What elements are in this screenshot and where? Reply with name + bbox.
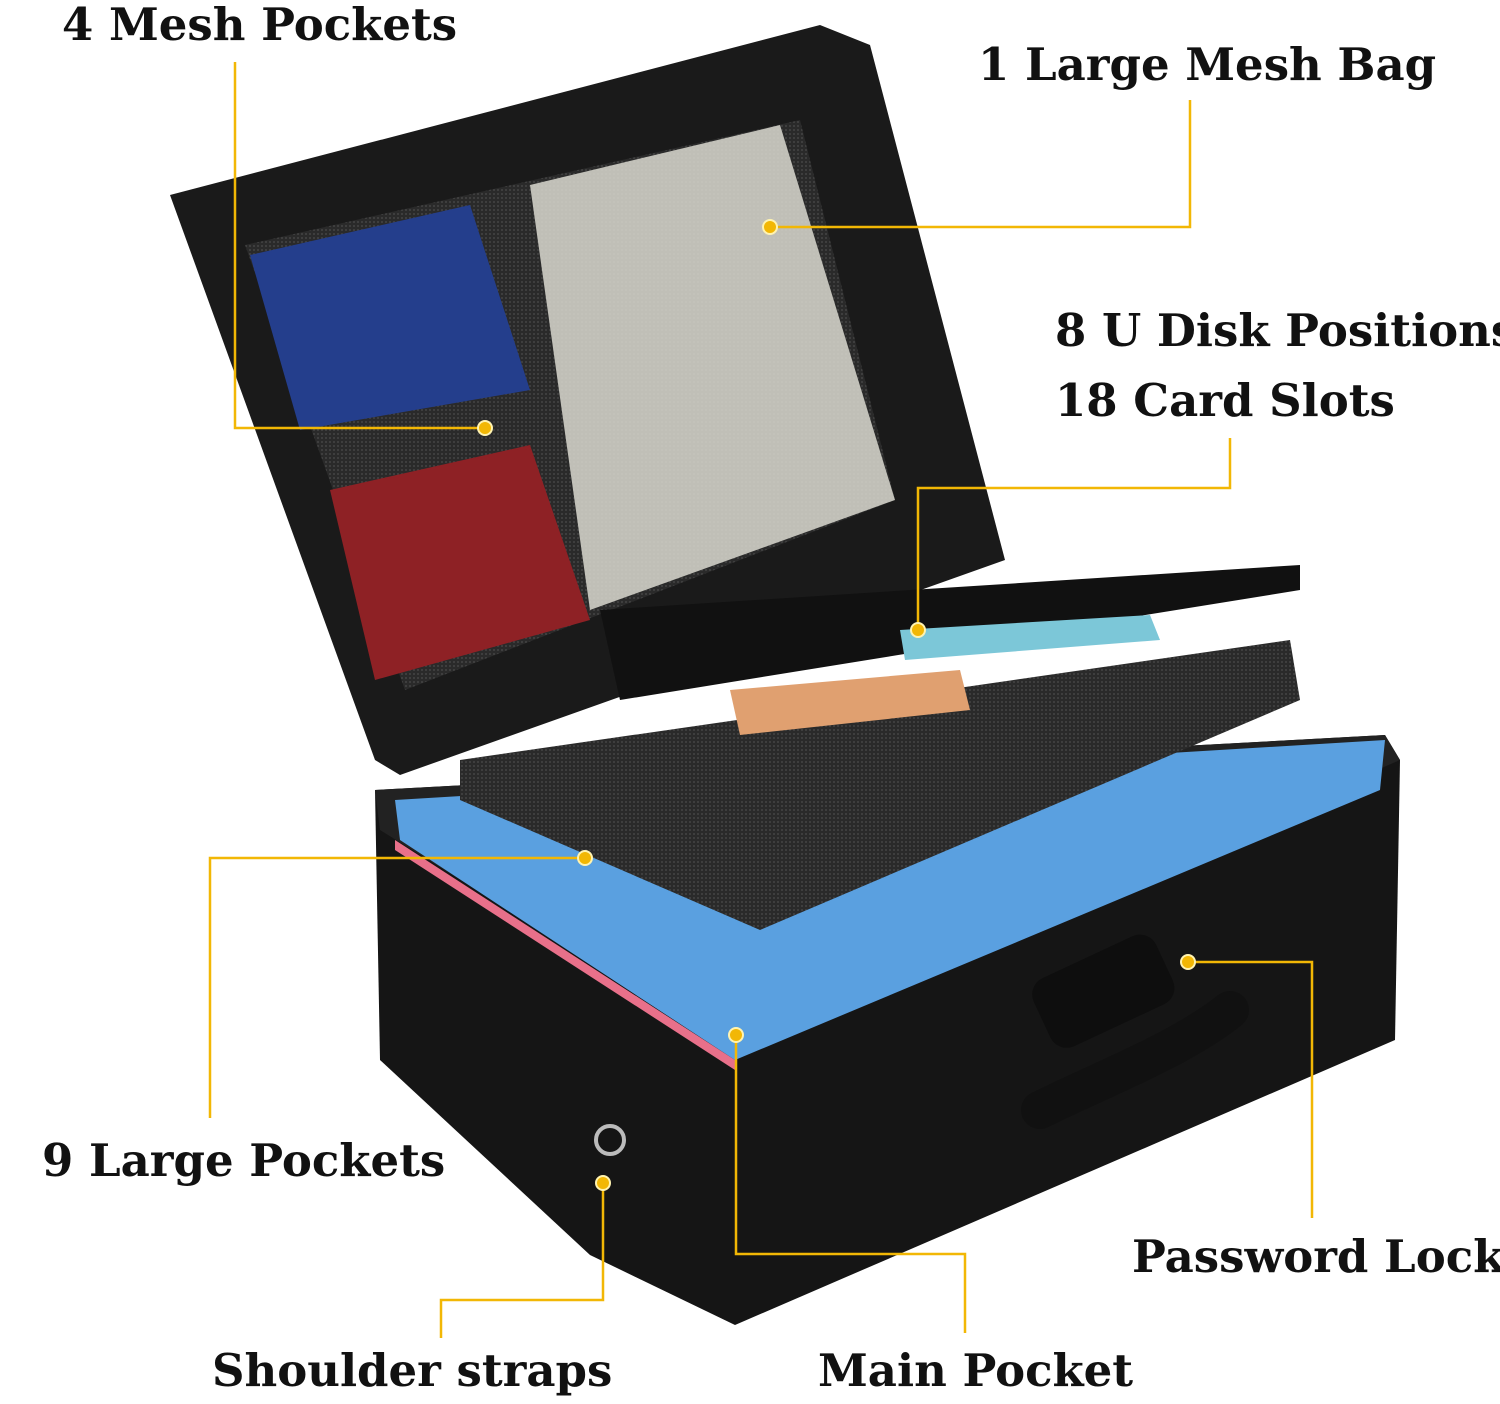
label-large-pockets: 9 Large Pockets	[42, 1134, 446, 1187]
label-main-pocket: Main Pocket	[818, 1344, 1134, 1397]
strap-ring	[594, 1124, 626, 1156]
label-card-slots: 18 Card Slots	[1055, 374, 1395, 427]
leader-lines	[208, 62, 1314, 1338]
label-u-disk: 8 U Disk Positions	[1055, 304, 1500, 357]
certificate	[530, 125, 895, 610]
label-shoulder-straps: Shoulder straps	[212, 1344, 613, 1397]
organizer-tray	[460, 640, 1300, 930]
combination-lock	[1032, 934, 1175, 1048]
label-mesh-pockets: 4 Mesh Pockets	[62, 0, 458, 51]
handle	[1021, 991, 1249, 1129]
callout-dots	[477, 219, 1196, 1191]
label-mesh-bag: 1 Large Mesh Bag	[978, 38, 1437, 91]
passport-blue	[250, 205, 530, 430]
case-lid	[170, 25, 1300, 775]
label-password-lock: Password Lock	[1132, 1230, 1500, 1283]
case-base	[375, 640, 1400, 1325]
passport-red	[330, 445, 590, 680]
